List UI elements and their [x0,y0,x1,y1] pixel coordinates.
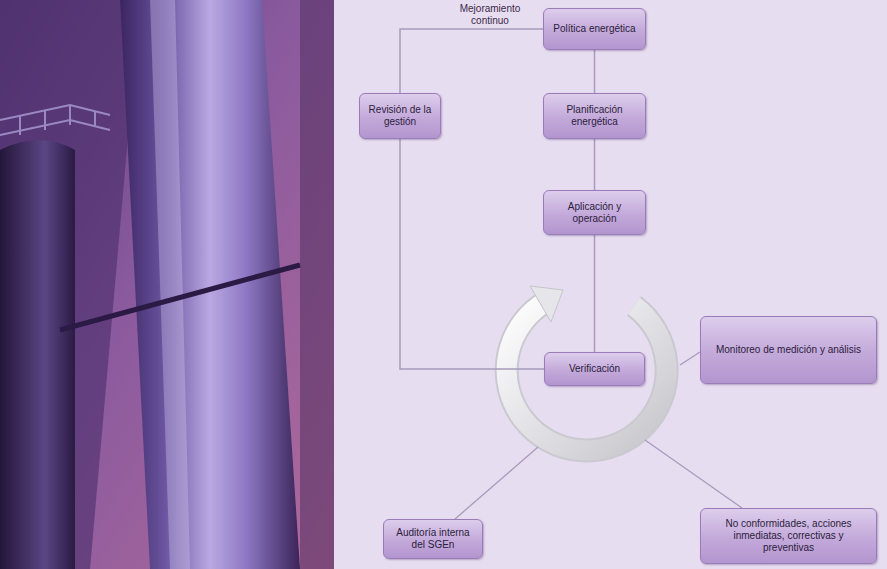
box-text: Revisión de la gestión [367,104,433,128]
box-text: Auditoría interna del SGEn [391,527,475,551]
box-text: No conformidades, acciones inmediatas, c… [708,518,869,554]
cycle-arrowhead [530,286,563,322]
monitoring-box: Monitoreo de medición y análisis [700,316,877,384]
nonconformity-box: No conformidades, acciones inmediatas, c… [700,508,877,564]
box-text: Verificación [569,363,620,375]
diagram-background [334,0,887,569]
box-text: Política energética [553,23,635,35]
connector [400,139,544,369]
connector [594,139,596,190]
cycle-arrow [507,301,667,450]
photo-background [0,0,334,569]
planning-box: Planificación energética [543,93,646,139]
tank [0,140,75,569]
connector [594,235,596,352]
cycle-label: Mejoramiento continuo [445,3,535,26]
policy-box: Política energética [543,8,646,50]
photo-shadow [0,0,140,569]
audit-box: Auditoría interna del SGEn [383,519,483,559]
photo-edge [300,0,334,569]
review-box: Revisión de la gestión [359,93,441,139]
box-text: Monitoreo de medición y análisis [716,344,861,356]
pipe [60,265,300,330]
box-text: Aplicación y operación [551,201,638,225]
connector [400,29,543,93]
verification-box: Verificación [544,352,645,386]
leader-lines [455,352,742,519]
cycle-arrow-shadow [507,301,667,450]
operation-box: Aplicación y operación [543,190,646,235]
railing [0,105,110,135]
tower [120,0,300,569]
box-text: Planificación energética [551,104,638,128]
connector [594,50,596,93]
tower-highlight [150,0,190,569]
